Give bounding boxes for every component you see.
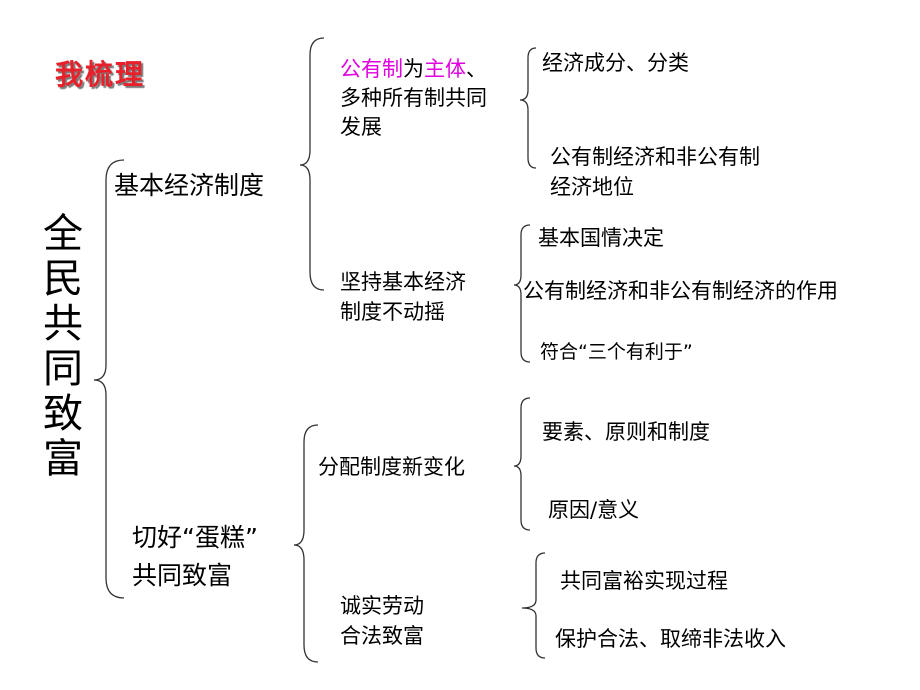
- leaf-reason: 原因/意义: [548, 498, 640, 522]
- node-public-main-line1: 公有制为主体、: [340, 55, 487, 84]
- root-node: 全 民 共 同 致 富: [40, 212, 86, 482]
- public-main-comma: 、: [466, 57, 487, 81]
- node-honest-line2: 合法致富: [340, 624, 424, 648]
- node-cake-line1: 切好“蛋糕”: [132, 523, 258, 552]
- root-char: 共: [43, 301, 83, 347]
- leaf-three-benefits: 符合“三个有利于”: [540, 341, 693, 363]
- economic-system-bracket: [299, 37, 325, 291]
- mindmap-title: 我梳理: [55, 58, 146, 91]
- public-main-connector: 为: [403, 57, 424, 81]
- root-char: 全: [43, 211, 83, 257]
- leaf-status-line1: 公有制经济和非公有制: [550, 145, 760, 169]
- leaf-composition: 经济成分、分类: [542, 51, 689, 75]
- leaf-process: 共同富裕实现过程: [560, 569, 728, 593]
- root-char: 致: [43, 391, 83, 437]
- root-char: 同: [43, 346, 83, 392]
- leaf-national-condition: 基本国情决定: [538, 226, 664, 250]
- node-economic-system: 基本经济制度: [114, 171, 265, 200]
- leaf-role: 公有制经济和非公有制经济的作用: [523, 279, 838, 303]
- node-public-main-line2: 多种所有制共同: [340, 86, 487, 110]
- leaf-status-line2: 经济地位: [550, 175, 634, 199]
- node-adhere-line1: 坚持基本经济: [340, 270, 466, 294]
- node-adhere-line2: 制度不动摇: [340, 300, 445, 324]
- node-public-main-line3: 发展: [340, 115, 382, 139]
- node-honest-line1: 诚实劳动: [340, 594, 424, 618]
- node-cake-line2: 共同致富: [132, 561, 233, 590]
- node-distribution: 分配制度新变化: [318, 455, 465, 479]
- root-char: 富: [43, 436, 83, 482]
- distribution-bracket: [513, 397, 531, 531]
- public-main-bracket: [519, 47, 537, 169]
- honest-bracket: [521, 552, 546, 659]
- public-ownership-highlight: 公有制: [340, 57, 403, 81]
- main-body-highlight: 主体: [424, 57, 466, 81]
- leaf-protect: 保护合法、取缔非法收入: [555, 627, 786, 651]
- root-bracket: [93, 159, 125, 599]
- cake-bracket: [293, 424, 319, 663]
- root-char: 民: [43, 256, 83, 302]
- leaf-elements: 要素、原则和制度: [542, 420, 710, 444]
